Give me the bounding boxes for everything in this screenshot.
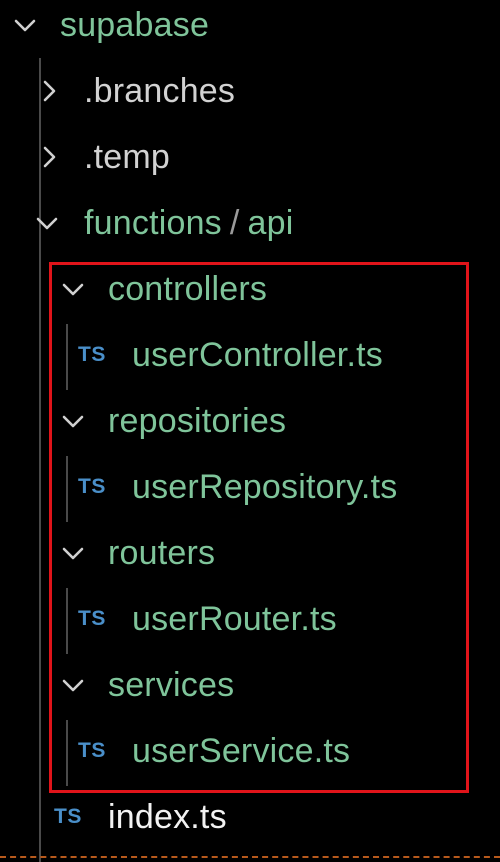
indent-guide-routers [66, 588, 68, 654]
tree-item-user-service-file[interactable]: TS userService.ts [0, 718, 500, 784]
chevron-down-icon [34, 210, 60, 236]
folder-label: routers [108, 534, 216, 572]
folder-label: supabase [60, 6, 210, 44]
tree-item-repositories[interactable]: repositories [0, 388, 500, 454]
tree-item-routers[interactable]: routers [0, 520, 500, 586]
typescript-file-icon: TS [78, 475, 106, 498]
typescript-file-icon: TS [54, 805, 82, 828]
folder-label-compact: functions/api [84, 190, 294, 256]
drop-indicator-line [0, 856, 500, 858]
folder-segment-api[interactable]: api [247, 204, 294, 242]
folder-label: .temp [84, 138, 171, 176]
tree-item-user-router-file[interactable]: TS userRouter.ts [0, 586, 500, 652]
chevron-down-icon [60, 540, 86, 566]
folder-label: controllers [108, 270, 268, 308]
file-label: index.ts [108, 798, 227, 836]
folder-label: .branches [84, 72, 236, 110]
chevron-down-icon [60, 276, 86, 302]
typescript-file-icon: TS [78, 607, 106, 630]
chevron-down-icon [12, 12, 38, 38]
tree-item-functions-api[interactable]: functions/api [0, 190, 500, 256]
indent-guide-controllers [66, 324, 68, 390]
tree-item-user-controller-file[interactable]: TS userController.ts [0, 322, 500, 388]
folder-segment-functions[interactable]: functions [84, 204, 222, 242]
tree-item-services[interactable]: services [0, 652, 500, 718]
tree-item-controllers[interactable]: controllers [0, 256, 500, 322]
indent-guide-root [39, 58, 41, 862]
typescript-file-icon: TS [78, 343, 106, 366]
tree-item-branches[interactable]: .branches [0, 58, 500, 124]
chevron-right-icon [36, 78, 62, 104]
folder-label: repositories [108, 402, 287, 440]
file-label: userService.ts [132, 732, 351, 770]
chevron-down-icon [60, 672, 86, 698]
tree-item-temp[interactable]: .temp [0, 124, 500, 190]
chevron-down-icon [60, 408, 86, 434]
file-label: userRouter.ts [132, 600, 337, 638]
chevron-right-icon [36, 144, 62, 170]
tree-item-index-file[interactable]: TS index.ts [0, 784, 500, 850]
file-label: userController.ts [132, 336, 383, 374]
highlight-annotation-box [49, 262, 469, 793]
indent-guide-services [66, 720, 68, 786]
tree-item-user-repository-file[interactable]: TS userRepository.ts [0, 454, 500, 520]
indent-guide-repositories [66, 456, 68, 522]
file-label: userRepository.ts [132, 468, 398, 506]
typescript-file-icon: TS [78, 739, 106, 762]
tree-item-supabase[interactable]: supabase [0, 0, 500, 58]
path-separator: / [229, 204, 240, 242]
folder-label: services [108, 666, 235, 704]
